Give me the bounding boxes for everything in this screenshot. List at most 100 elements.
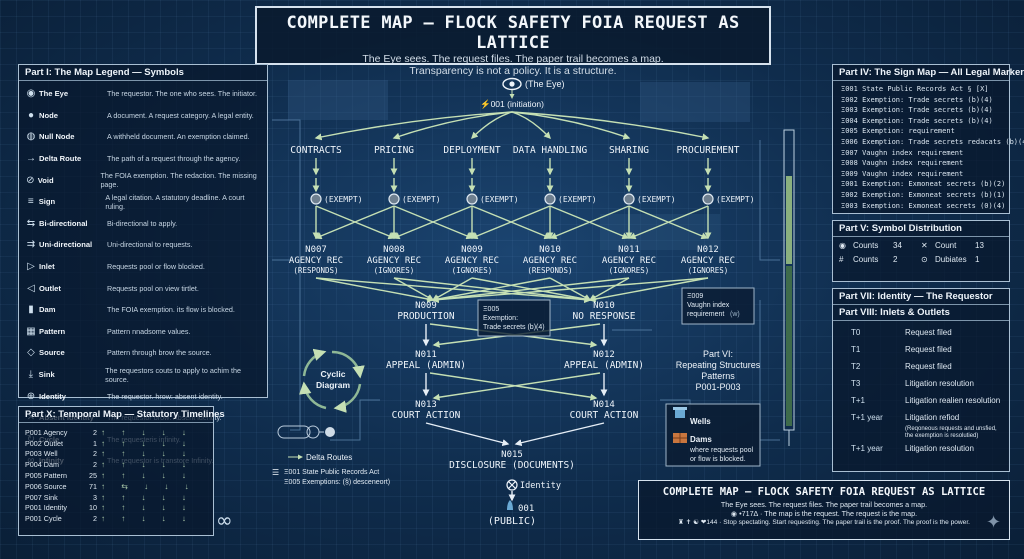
null-node	[310, 193, 322, 205]
flow-arrow	[588, 277, 709, 303]
page-subtitle-2: Transparency is not a policy. It is a st…	[409, 65, 617, 77]
flow-arrow	[511, 111, 631, 140]
exemption-009-line-1: Ξ009	[687, 293, 703, 300]
agency-id: N008	[383, 245, 405, 255]
flow-arrow	[425, 422, 510, 447]
timeline-key: T1	[851, 345, 861, 354]
timeline-key: T2	[851, 362, 861, 371]
sign-item: Ξ002 Exemption: Exmoneat secrets (b)(1)	[841, 190, 1006, 199]
temporal-count: 2	[93, 427, 97, 437]
exemption-005-line-3: Trade secrets (b)(4)	[483, 324, 545, 331]
symbol-value: 34	[893, 241, 902, 250]
void-icon: ⊘	[26, 174, 35, 186]
agency-label: AGENCY REC	[445, 256, 499, 266]
agency-id: N009	[461, 245, 483, 255]
legend-desc: The FOIA exemption. The redaction. The m…	[100, 171, 257, 190]
agency-id: N011	[618, 245, 640, 255]
legend-name: Inlet	[39, 262, 55, 272]
flow-arrow	[549, 205, 630, 240]
infinity-icon: ∞	[216, 508, 233, 532]
exemption-009-box	[681, 287, 755, 325]
legend-desc: The requestor. The one who sees. The ini…	[107, 89, 257, 99]
null-node	[702, 193, 714, 205]
temporal-count: 10	[89, 503, 97, 513]
flow-arrow	[314, 205, 395, 240]
temporal-count: 2	[93, 514, 97, 524]
legend-name: Dam	[39, 305, 56, 315]
temporal-label: P003 Well	[25, 449, 58, 459]
legend-desc: The requestor. hrow: absent identity.	[107, 391, 223, 401]
cyclic-label-2: Diagram	[316, 380, 350, 390]
symbol-distribution-title: Part V: Symbol Distribution	[833, 221, 1009, 237]
outlet-icon: ◁	[27, 282, 35, 294]
inlet-icon: ▷	[27, 261, 35, 273]
flow-arrow	[431, 277, 630, 303]
agency-status: (IGNORES)	[609, 266, 650, 275]
timeline-key: T+1 year	[851, 444, 883, 453]
pattern-icon: ▦	[26, 325, 36, 337]
agency-id: N007	[305, 245, 327, 255]
deco-box	[600, 214, 720, 250]
sign-item: Ξ001 Exemption: Exmoneat secrets (b)(2)	[841, 180, 1006, 189]
temporal-marks: ↑ ↑ ↓ ↓ ↓	[101, 492, 193, 502]
court-2-label: COURT ACTION	[570, 410, 639, 421]
identity-icon: ⊕	[26, 390, 36, 402]
flow-arrow	[314, 111, 513, 141]
legend-desc: Bi-directional to apply.	[107, 218, 178, 228]
sign-item: Ξ008 Vaughn index requirement	[841, 159, 964, 168]
drop-icon	[507, 500, 513, 510]
timeline-row: (Reqoneous requests and unsfied, the exe…	[833, 426, 1009, 440]
deco-box	[640, 82, 750, 122]
legend-name: Delta Route	[39, 154, 82, 164]
sign-icon: ≡	[27, 196, 34, 208]
flow-arrow	[431, 277, 709, 304]
part-vi-line-1: Part VI:	[703, 349, 733, 359]
disclosure-id: N015	[501, 450, 523, 460]
public-label: (PUBLIC)	[488, 516, 536, 527]
symbol-value: 1	[975, 255, 980, 264]
legend-desc: Pattern nnadsome values.	[107, 326, 191, 336]
sign-item: Ξ001 State Public Records Act § [X]	[841, 85, 989, 93]
footer-line-2: ◉ •717∆ · The map is the request. The re…	[730, 509, 918, 518]
flow-arrow	[431, 277, 551, 303]
flow-arrow	[393, 277, 435, 301]
temporal-marks: ↑ ↑ ↓ ↓ ↓	[101, 460, 193, 470]
legend-desc: A document. A request category. A legal …	[107, 110, 254, 120]
agency-label: AGENCY REC	[289, 256, 343, 266]
delta-citation-2: Ξ005 Exemptions: (§) desceneort)	[284, 479, 390, 486]
bidirectional-icon: ⇆	[26, 217, 36, 229]
symbol-label: Counts	[853, 241, 879, 250]
page-subtitle-1: The Eye sees. The request files. The pap…	[362, 53, 664, 65]
part-vi-line-4: P001-P003	[695, 382, 740, 392]
temporal-count: 3	[93, 492, 97, 502]
arrow-right-icon: →	[26, 153, 36, 165]
flow-arrows	[312, 111, 712, 502]
temporal-label: P001 Identity	[25, 503, 67, 513]
timeline-key: T0	[851, 328, 861, 337]
legend-desc: The requestors couts to apply to achim t…	[105, 365, 241, 384]
temporal-label: P006 Source	[25, 481, 67, 491]
identity-panel: Part VII: Identity — The Requestor Part …	[832, 288, 1010, 472]
appeal-2-label: APPEAL (ADMIN)	[564, 360, 644, 371]
timeline-value: Request filed	[905, 345, 952, 354]
